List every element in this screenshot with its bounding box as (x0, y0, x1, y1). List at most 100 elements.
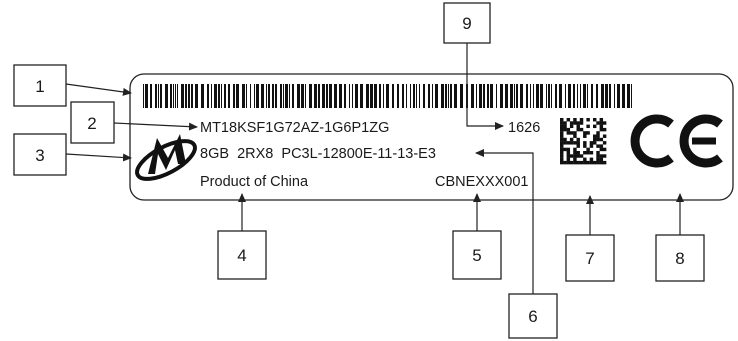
barcode-bar (374, 84, 377, 108)
barcode-bar (201, 84, 204, 108)
barcode-bar (559, 84, 562, 108)
matrix-module (583, 157, 587, 162)
barcode-bar (195, 84, 198, 108)
spec-text: 8GB 2RX8 PC3L-12800E-11-13-E3 (200, 146, 436, 162)
barcode-bar (479, 84, 482, 108)
matrix-module (573, 131, 577, 135)
matrix-module (569, 131, 574, 135)
barcode-bar (170, 84, 172, 108)
matrix-module (566, 147, 571, 152)
barcode-bar (460, 84, 463, 108)
callout-1-number: 1 (35, 77, 44, 96)
barcode-bar (221, 84, 222, 108)
barcode-bar (218, 84, 220, 108)
barcode-bar (344, 84, 346, 108)
barcode-bar (448, 84, 449, 108)
barcode-bar (160, 84, 162, 108)
matrix-module (563, 124, 567, 129)
matrix-module (602, 134, 607, 138)
matrix-module (573, 157, 577, 162)
matrix-module (593, 118, 597, 122)
barcode-bar (177, 84, 178, 108)
matrix-module (583, 131, 587, 135)
matrix-module (566, 127, 571, 132)
matrix-module (566, 131, 571, 135)
matrix-module (593, 160, 597, 165)
barcode-bar (540, 84, 543, 108)
matrix-module (596, 131, 600, 135)
matrix-module (563, 147, 567, 152)
matrix-module (563, 137, 567, 142)
callout-7: 7 (565, 234, 615, 282)
matrix-module (576, 144, 580, 148)
barcode-bar (392, 84, 394, 108)
barcode-bar (181, 84, 184, 108)
origin-text: Product of China (200, 174, 309, 190)
barcode-bar (505, 84, 508, 108)
barcode-bar (349, 84, 350, 108)
barcode-bar (622, 84, 625, 108)
barcode-bar (514, 84, 515, 108)
matrix-module (602, 121, 607, 125)
barcode-bar (289, 84, 290, 108)
barcode-bar (580, 84, 581, 108)
barcode-bar (191, 84, 193, 108)
barcode-bar (370, 84, 373, 108)
matrix-module (560, 131, 564, 135)
matrix-module (569, 121, 574, 125)
barcode-bar (445, 84, 447, 108)
matrix-module (563, 141, 567, 145)
barcode-bar (360, 84, 363, 108)
barcode-bar (406, 84, 407, 108)
matrix-module (563, 127, 567, 132)
matrix-module (560, 147, 564, 152)
matrix-module (573, 154, 577, 158)
barcode-bar (224, 84, 226, 108)
matrix-module (569, 137, 574, 142)
barcode-bar (520, 84, 523, 108)
barcode-bar (266, 84, 267, 108)
matrix-module (583, 160, 587, 165)
barcode-bar (546, 84, 547, 108)
barcode-bar (530, 84, 531, 108)
matrix-module (586, 147, 590, 152)
barcode-bar (355, 84, 358, 108)
callout-4-number: 4 (237, 246, 246, 265)
barcode-bar (207, 84, 209, 108)
callout-6-number: 6 (528, 307, 537, 326)
barcode-bar (150, 84, 152, 108)
matrix-module (566, 160, 571, 165)
barcode-bar (155, 84, 157, 108)
matrix-module (602, 127, 607, 132)
matrix-module (569, 141, 574, 145)
barcode-bar (214, 84, 217, 108)
barcode (143, 84, 632, 108)
matrix-module (573, 147, 577, 152)
part-number-text: MT18KSF1G72AZ-1G6P1ZG (200, 120, 389, 136)
barcode-bar (605, 84, 608, 108)
matrix-module (599, 157, 604, 162)
matrix-module (586, 124, 590, 129)
callout-3-number: 3 (35, 146, 44, 165)
barcode-bar (175, 84, 176, 108)
barcode-bar (591, 84, 593, 108)
matrix-module (593, 134, 597, 138)
barcode-bar (413, 84, 415, 108)
callout-2: 2 (70, 101, 115, 144)
barcode-bar (305, 84, 306, 108)
matrix-module (560, 151, 564, 155)
barcode-bar (441, 84, 444, 108)
barcode-bar (283, 84, 284, 108)
barcode-bar (428, 84, 430, 108)
matrix-module (602, 141, 607, 145)
barcode-bar (188, 84, 190, 108)
matrix-module (566, 157, 571, 162)
barcode-bar (261, 84, 264, 108)
matrix-module (569, 124, 574, 129)
callout-8-number: 8 (675, 249, 684, 268)
barcode-bar (609, 84, 611, 108)
matrix-module (563, 160, 567, 165)
barcode-bar (471, 84, 474, 108)
matrix-module (576, 151, 580, 155)
